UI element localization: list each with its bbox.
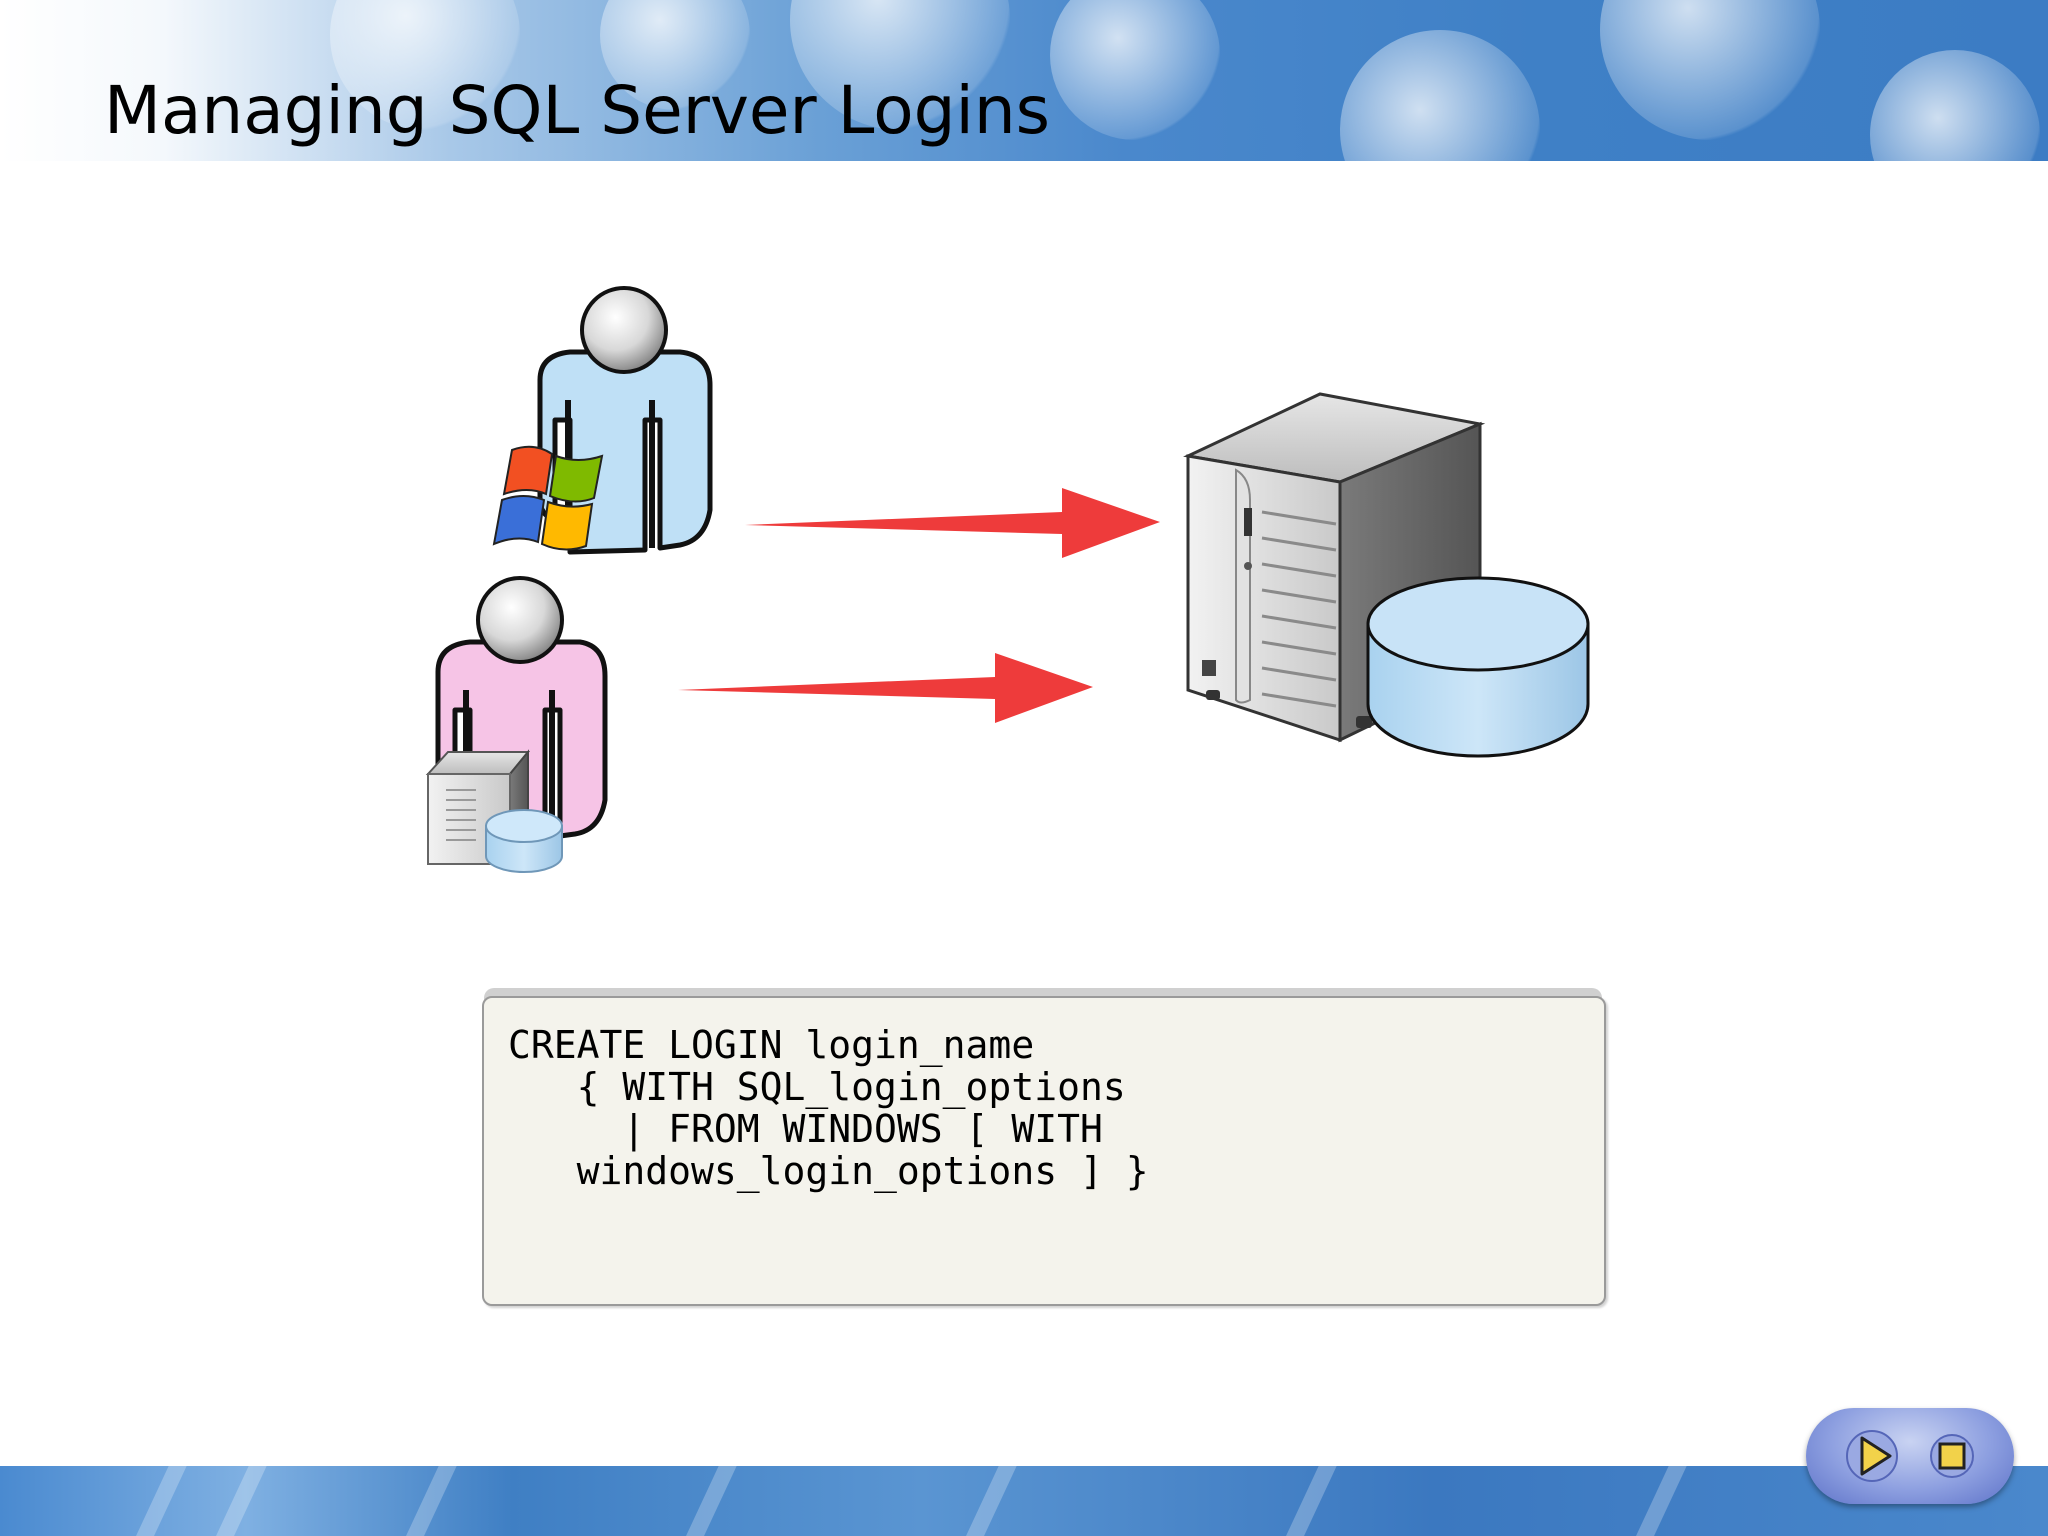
mini-database-icon [485,809,563,873]
code-line: | FROM WINDOWS [ WITH [508,1107,1103,1151]
windows-login-arrow [745,488,1160,558]
code-box: CREATE LOGIN login_name { WITH SQL_login… [482,996,1606,1306]
decorative-streak [202,1466,276,1536]
sql-login-arrow [678,653,1093,723]
windows-user-icon [492,286,713,555]
stop-button[interactable] [1930,1434,1974,1478]
slide-title: Managing SQL Server Logins [104,72,1051,149]
play-icon [1846,1430,1898,1482]
footer-banner [0,1466,2048,1536]
slide-navigation [1806,1408,2014,1504]
code-line: CREATE LOGIN login_name [508,1023,1035,1067]
decorative-streak [952,1466,1026,1536]
code-line: windows_login_options ] } [508,1149,1149,1193]
stop-icon [1930,1434,1974,1478]
sql-server-user-icon [425,576,608,873]
decorative-streak [1272,1466,1346,1536]
decorative-streak [392,1466,466,1536]
decorative-streak [672,1466,746,1536]
decorative-bubble [1050,0,1220,140]
decorative-streak [1622,1466,1696,1536]
play-button[interactable] [1846,1430,1898,1482]
database-icon [1366,576,1590,758]
code-line: { WITH SQL_login_options [508,1065,1126,1109]
decorative-streak [122,1466,196,1536]
header-banner: Managing SQL Server Logins [0,0,2048,161]
windows-logo-icon [492,445,604,551]
code-text: CREATE LOGIN login_name { WITH SQL_login… [508,1024,1149,1192]
